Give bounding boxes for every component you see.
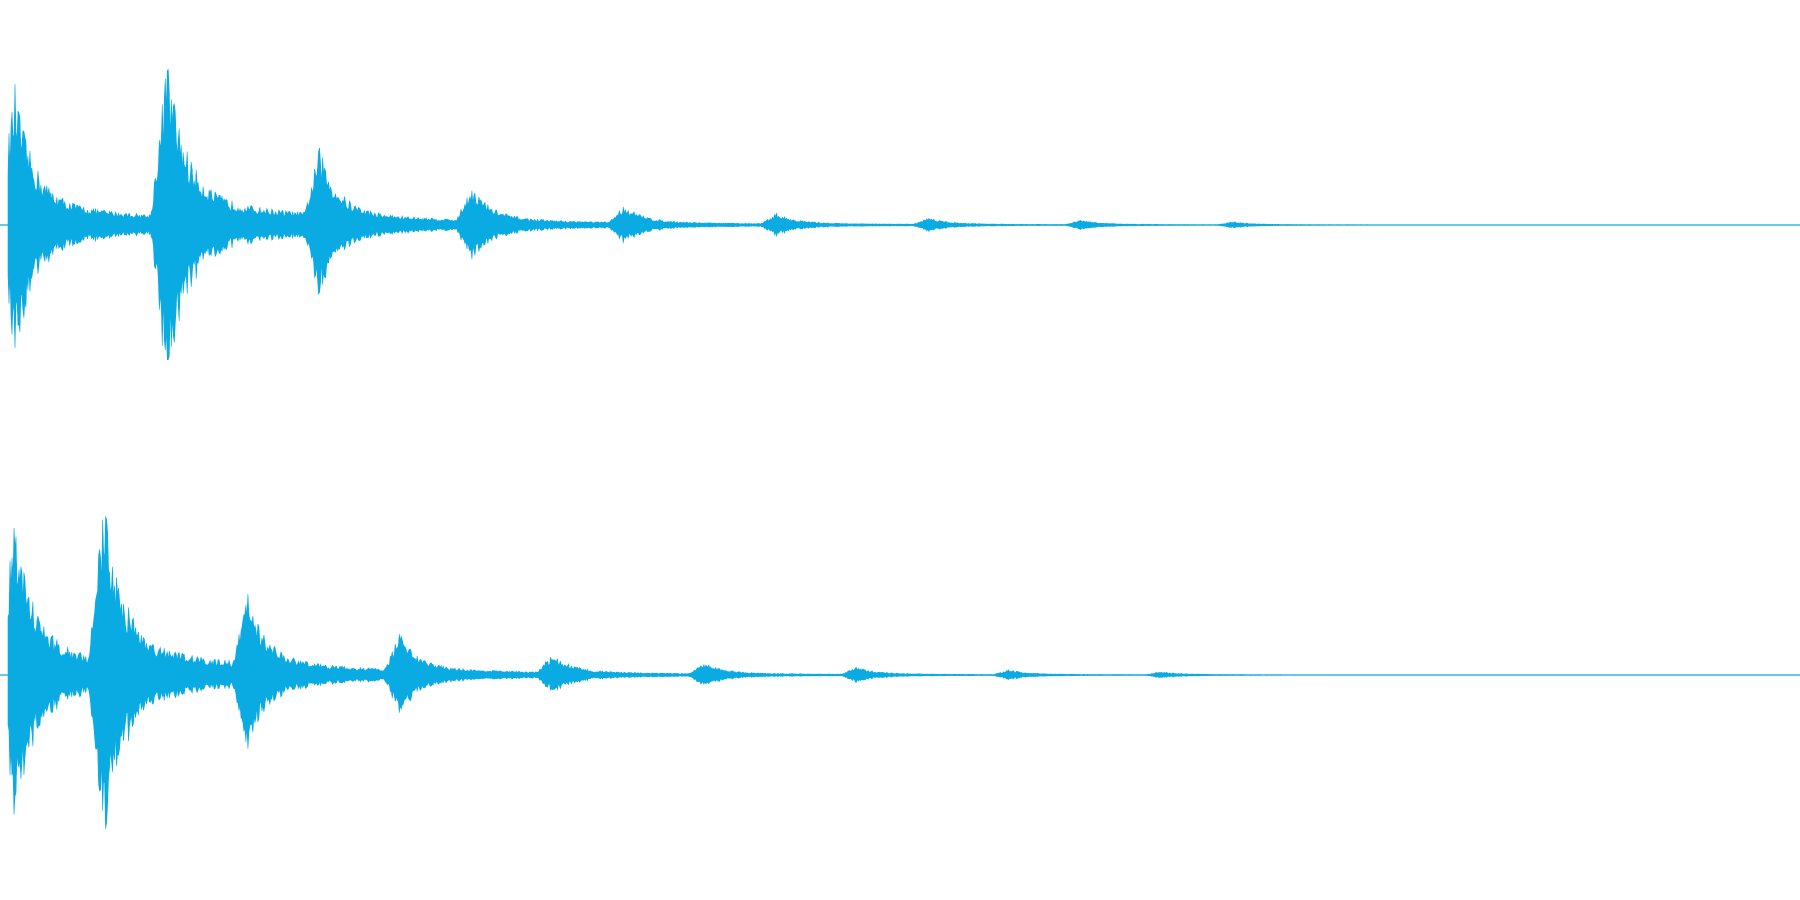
waveform-trace-channel-1: [7, 69, 1800, 361]
waveform-trace-channel-2: [7, 516, 1800, 830]
waveform-channel-1[interactable]: [0, 69, 1800, 361]
waveform-channel-2[interactable]: [0, 516, 1800, 830]
